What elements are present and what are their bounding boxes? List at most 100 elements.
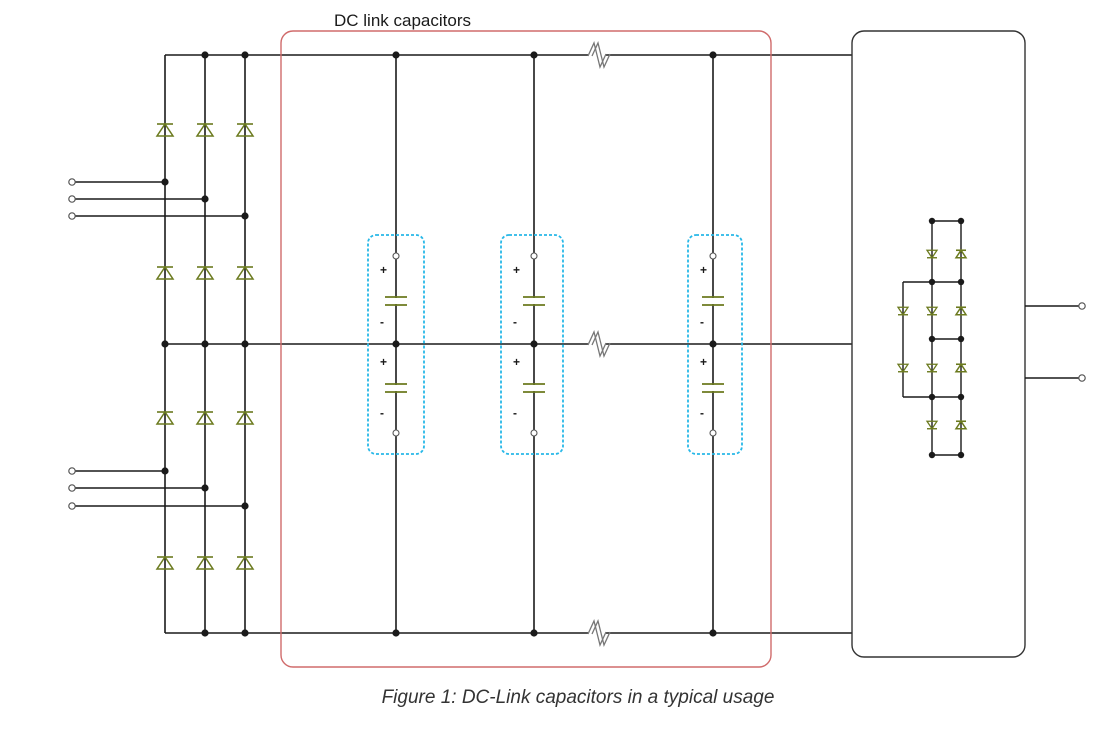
plate-gap bbox=[386, 298, 406, 304]
diode-body bbox=[954, 419, 968, 430]
junction-dot bbox=[241, 502, 249, 510]
junction-dot bbox=[241, 340, 249, 348]
plate-gap bbox=[703, 298, 723, 304]
diode-icon bbox=[925, 306, 939, 316]
diode-icon bbox=[896, 306, 910, 316]
dc-link-box bbox=[280, 30, 772, 668]
junction-dot bbox=[709, 51, 717, 59]
junction-dot bbox=[241, 51, 249, 59]
diode-body bbox=[155, 555, 175, 570]
junction-dot bbox=[201, 340, 209, 348]
diode-body bbox=[235, 555, 255, 570]
junction-dot bbox=[709, 629, 717, 637]
diode-icon bbox=[195, 555, 215, 570]
diode-body bbox=[925, 363, 939, 373]
capacitor-terminal bbox=[709, 429, 717, 437]
junction-dot bbox=[957, 217, 965, 225]
junction-dot bbox=[392, 51, 400, 59]
capacitor-minus-sign: - bbox=[700, 315, 704, 329]
line-break-symbols bbox=[587, 41, 611, 647]
diode-icon bbox=[155, 122, 175, 137]
diode-icon bbox=[235, 122, 255, 137]
diode-icon bbox=[155, 410, 175, 425]
junction-dot bbox=[709, 340, 717, 348]
inverter-box bbox=[851, 30, 1026, 658]
capacitor-module-outline bbox=[367, 234, 425, 455]
junction-dot bbox=[957, 335, 965, 343]
capacitor-plus-sign: + bbox=[380, 355, 387, 369]
junction-dot bbox=[530, 629, 538, 637]
junction-dot bbox=[957, 278, 965, 286]
capacitor-module: +-+- bbox=[367, 234, 425, 455]
junction-dot bbox=[928, 278, 936, 286]
capacitor-terminal bbox=[392, 252, 400, 260]
junction-dot bbox=[392, 629, 400, 637]
terminal bbox=[68, 178, 76, 186]
plate-gap bbox=[386, 385, 406, 391]
break-zigzag-2 bbox=[591, 41, 611, 69]
diode-icon bbox=[195, 122, 215, 137]
junction-dot bbox=[928, 451, 936, 459]
junction-dot bbox=[530, 340, 538, 348]
junction-dot bbox=[241, 629, 249, 637]
terminal bbox=[68, 484, 76, 492]
diode-body bbox=[925, 306, 939, 316]
break-zigzag-2 bbox=[591, 619, 611, 647]
junction-dot bbox=[957, 451, 965, 459]
capacitor-modules: +-+-+-+-+-+- bbox=[367, 234, 743, 455]
junction-dot bbox=[201, 629, 209, 637]
diode-body bbox=[235, 410, 255, 425]
line-break-icon bbox=[587, 41, 611, 69]
capacitor-minus-sign: - bbox=[700, 406, 704, 420]
break-zigzag-1 bbox=[587, 619, 607, 647]
diode-icon bbox=[235, 410, 255, 425]
diode-icon bbox=[954, 419, 968, 430]
diode-body bbox=[954, 248, 968, 259]
junction-dot bbox=[201, 484, 209, 492]
diode-body bbox=[195, 410, 215, 425]
wires bbox=[75, 54, 852, 634]
line-break-icon bbox=[587, 619, 611, 647]
capacitor-plus-sign: + bbox=[380, 263, 387, 277]
capacitor-module-outline bbox=[500, 234, 564, 455]
terminals bbox=[68, 178, 1086, 510]
junction-dots bbox=[161, 51, 717, 637]
break-zigzag-1 bbox=[587, 41, 607, 69]
diode-icon bbox=[195, 265, 215, 280]
junction-dot bbox=[201, 51, 209, 59]
diode-icon bbox=[155, 265, 175, 280]
diode-icon bbox=[925, 249, 939, 259]
junction-dot bbox=[161, 340, 169, 348]
capacitor-minus-sign: - bbox=[513, 406, 517, 420]
capacitor-plus-sign: + bbox=[513, 355, 520, 369]
plate-gap bbox=[703, 385, 723, 391]
capacitor-minus-sign: - bbox=[380, 315, 384, 329]
junction-dot bbox=[241, 212, 249, 220]
plate-gap bbox=[524, 385, 544, 391]
diode-icon bbox=[155, 555, 175, 570]
line-break-icon bbox=[587, 330, 611, 358]
diode-body bbox=[235, 122, 255, 137]
diode-body bbox=[155, 410, 175, 425]
capacitor-minus-sign: - bbox=[513, 315, 517, 329]
diode-icon bbox=[925, 420, 939, 430]
diode-body bbox=[195, 265, 215, 280]
diode-icon bbox=[235, 265, 255, 280]
break-zigzag-2 bbox=[591, 330, 611, 358]
terminal bbox=[1078, 302, 1086, 310]
diode-icon bbox=[925, 363, 939, 373]
capacitor-plus-sign: + bbox=[700, 355, 707, 369]
capacitor-terminal bbox=[709, 252, 717, 260]
rectifier-diode-bridge bbox=[155, 122, 255, 570]
terminal bbox=[68, 502, 76, 510]
capacitor-module: +-+- bbox=[500, 234, 564, 455]
break-zigzag-1 bbox=[587, 330, 607, 358]
diode-body bbox=[195, 122, 215, 137]
junction-dot bbox=[957, 393, 965, 401]
junction-dot bbox=[392, 340, 400, 348]
capacitor-terminal bbox=[530, 252, 538, 260]
diode-body bbox=[235, 265, 255, 280]
terminal bbox=[1078, 374, 1086, 382]
capacitor-module: +-+- bbox=[687, 234, 743, 455]
diode-body bbox=[896, 363, 910, 373]
